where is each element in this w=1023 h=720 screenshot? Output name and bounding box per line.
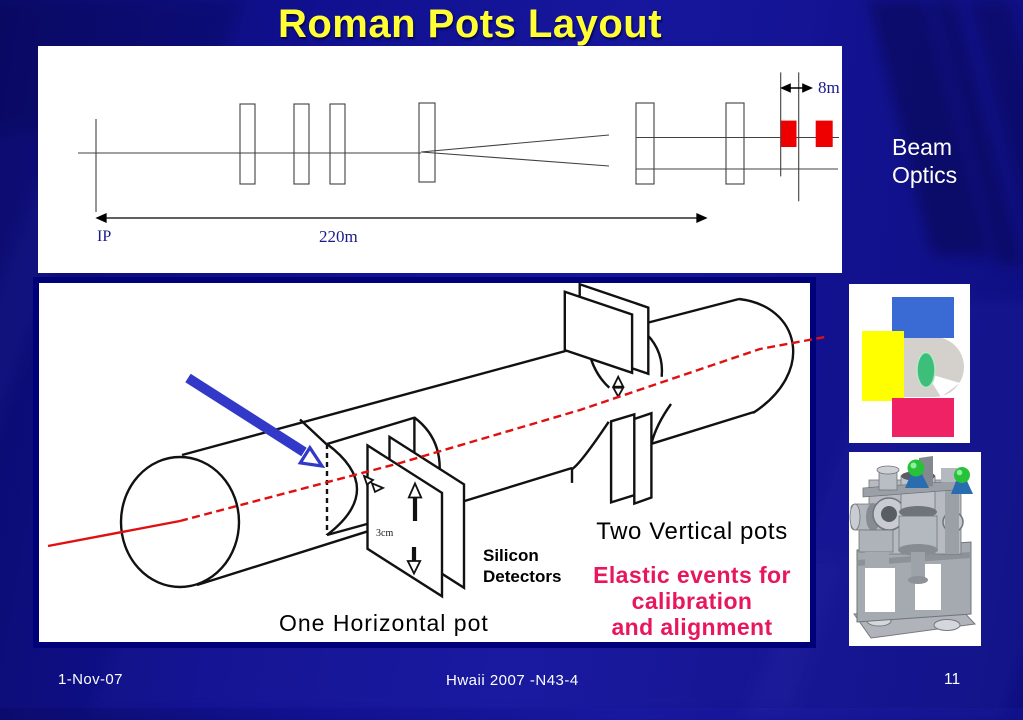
- svg-text:3cm: 3cm: [376, 528, 393, 539]
- svg-text:IP: IP: [97, 228, 111, 245]
- svg-text:220m: 220m: [319, 227, 358, 246]
- svg-text:8m: 8m: [818, 78, 840, 97]
